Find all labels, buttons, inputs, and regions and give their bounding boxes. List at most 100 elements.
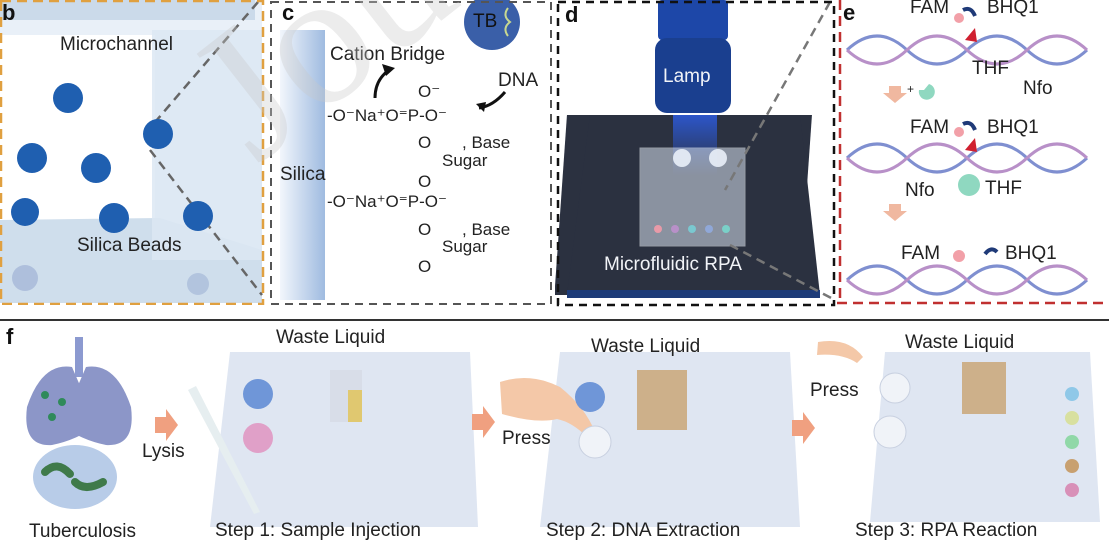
lungs-illustration (26, 337, 132, 446)
reaction-well (1065, 459, 1079, 473)
label-fam-1: FAM (910, 0, 950, 18)
label-sugar-2: Sugar (442, 237, 488, 256)
label-phosphate-row-1: -O⁻Na⁺O⁼P-O⁻ (327, 106, 447, 125)
panel-letter-f: f (6, 324, 14, 349)
microchannel-top-wall (0, 0, 255, 20)
panel-c-art (270, 0, 552, 305)
silica-bead-shadow (12, 265, 38, 291)
panel-c-border (270, 1, 552, 305)
chip-well (722, 225, 730, 233)
flow-arrow-down (883, 86, 907, 103)
label-plus: + (907, 82, 915, 96)
silica-bead (143, 119, 173, 149)
panel-d-art (555, 0, 836, 307)
label-cation-bridge: Cation Bridge (330, 44, 446, 65)
zoom-guide-line-d-lower (729, 243, 836, 302)
label-step-1: Step 1: Sample Injection (215, 520, 421, 541)
reservoir-pink (243, 423, 273, 453)
microchannel-left-interior (0, 35, 155, 220)
label-microfluidic-rpa: Microfluidic RPA (604, 254, 742, 275)
label-nfo-2: Nfo (905, 180, 935, 201)
bhq1-released-icon (983, 247, 999, 256)
label-o3: O (418, 220, 432, 239)
label-waste-liquid-1: Waste Liquid (276, 327, 386, 348)
waste-block (637, 370, 687, 430)
reaction-well (1065, 387, 1079, 401)
silica-bead (99, 203, 129, 233)
label-base-2: , Base (462, 220, 511, 239)
dna-helix-2 (845, 142, 1089, 174)
panel-f-art (26, 337, 1100, 527)
chip-well (671, 225, 679, 233)
label-microchannel: Microchannel (60, 34, 173, 55)
flow-arrow-right (792, 412, 815, 444)
label-step-2: Step 2: DNA Extraction (546, 520, 741, 541)
reservoir-pressed (879, 372, 911, 404)
reaction-well (1065, 435, 1079, 449)
panel-d-border (556, 0, 836, 307)
panel-f: f Tuberculosis Lysis Waste Liquid Step 1… (0, 322, 1109, 554)
dna-helix-1 (845, 34, 1089, 66)
reservoir-pressed (578, 425, 612, 459)
hand-pressing (500, 378, 595, 437)
lamp-body (658, 0, 728, 40)
label-fam-2: FAM (910, 117, 950, 138)
cation-bridge-arrowhead (382, 64, 395, 76)
flow-arrow-right (155, 409, 178, 441)
zoom-guide-line-d-upper (723, 1, 832, 191)
silica-surface (280, 30, 325, 300)
panel-b-border (0, 0, 265, 305)
label-lysis: Lysis (142, 441, 185, 462)
label-bhq1-2: BHQ1 (987, 117, 1039, 138)
tb-bacterium (71, 478, 107, 491)
label-silica: Silica (280, 164, 326, 185)
dna-arrowhead (476, 102, 486, 112)
chip-step-2 (540, 352, 800, 527)
lamp-head (655, 38, 731, 113)
zoom-guide-line-upper (149, 1, 259, 129)
label-silica-beads: Silica Beads (77, 235, 182, 256)
label-phosphate-row-2: -O⁻Na⁺O⁼P-O⁻ (327, 192, 447, 211)
flow-arrow-right (472, 406, 495, 438)
reaction-well (1065, 411, 1079, 425)
thf-site-icon (965, 138, 977, 152)
label-tb: TB (473, 11, 498, 32)
label-press-3: Press (810, 380, 859, 401)
silica-bead (53, 83, 83, 113)
label-waste-liquid-3: Waste Liquid (905, 332, 1015, 353)
panel-letter-c: c (282, 0, 295, 25)
label-o-top: O⁻ (418, 82, 441, 101)
panel-letter-d: d (565, 2, 579, 27)
label-fam-3: FAM (901, 243, 941, 264)
label-base-1: , Base (462, 133, 511, 152)
fam-fluorescing-icon (953, 250, 965, 262)
panel-c: c TB Cation Bridge DNA Silica O⁻ -O⁻Na⁺O… (270, 0, 555, 310)
silica-bead (81, 153, 111, 183)
label-step-3: Step 3: RPA Reaction (855, 520, 1038, 541)
panel-letter-b: b (2, 0, 16, 25)
tb-bacteria-magnified (33, 445, 117, 509)
reservoir-blue (575, 382, 605, 412)
reaction-well (1065, 483, 1079, 497)
panel-e: e FAM BHQ1 THF + Nfo FAM BHQ1 Nfo THF FA… (837, 0, 1109, 310)
nfo-enzyme-icon (918, 84, 935, 100)
panel-b: b Microchannel Silica Beads (0, 0, 265, 305)
tb-dna-strand (504, 7, 512, 37)
label-bhq1-1: BHQ1 (987, 0, 1039, 18)
label-bhq1-3: BHQ1 (1005, 243, 1057, 264)
chip-reservoir (673, 149, 691, 167)
reservoir-blue (243, 379, 273, 409)
waste-block (962, 362, 1006, 414)
label-thf-2: THF (985, 178, 1022, 199)
flow-arrow-down (883, 204, 907, 221)
label-lamp: Lamp (663, 66, 711, 87)
fam-dye-icon (954, 127, 964, 137)
chip-well (654, 225, 662, 233)
label-nfo-1: Nfo (1023, 78, 1053, 99)
silica-bead (17, 143, 47, 173)
nfo-enzyme-bound-icon (958, 174, 980, 196)
silica-bead-group (11, 83, 213, 295)
bhq1-quencher-icon (962, 6, 977, 17)
fam-dye-icon (954, 13, 964, 23)
section-divider (0, 319, 1109, 321)
